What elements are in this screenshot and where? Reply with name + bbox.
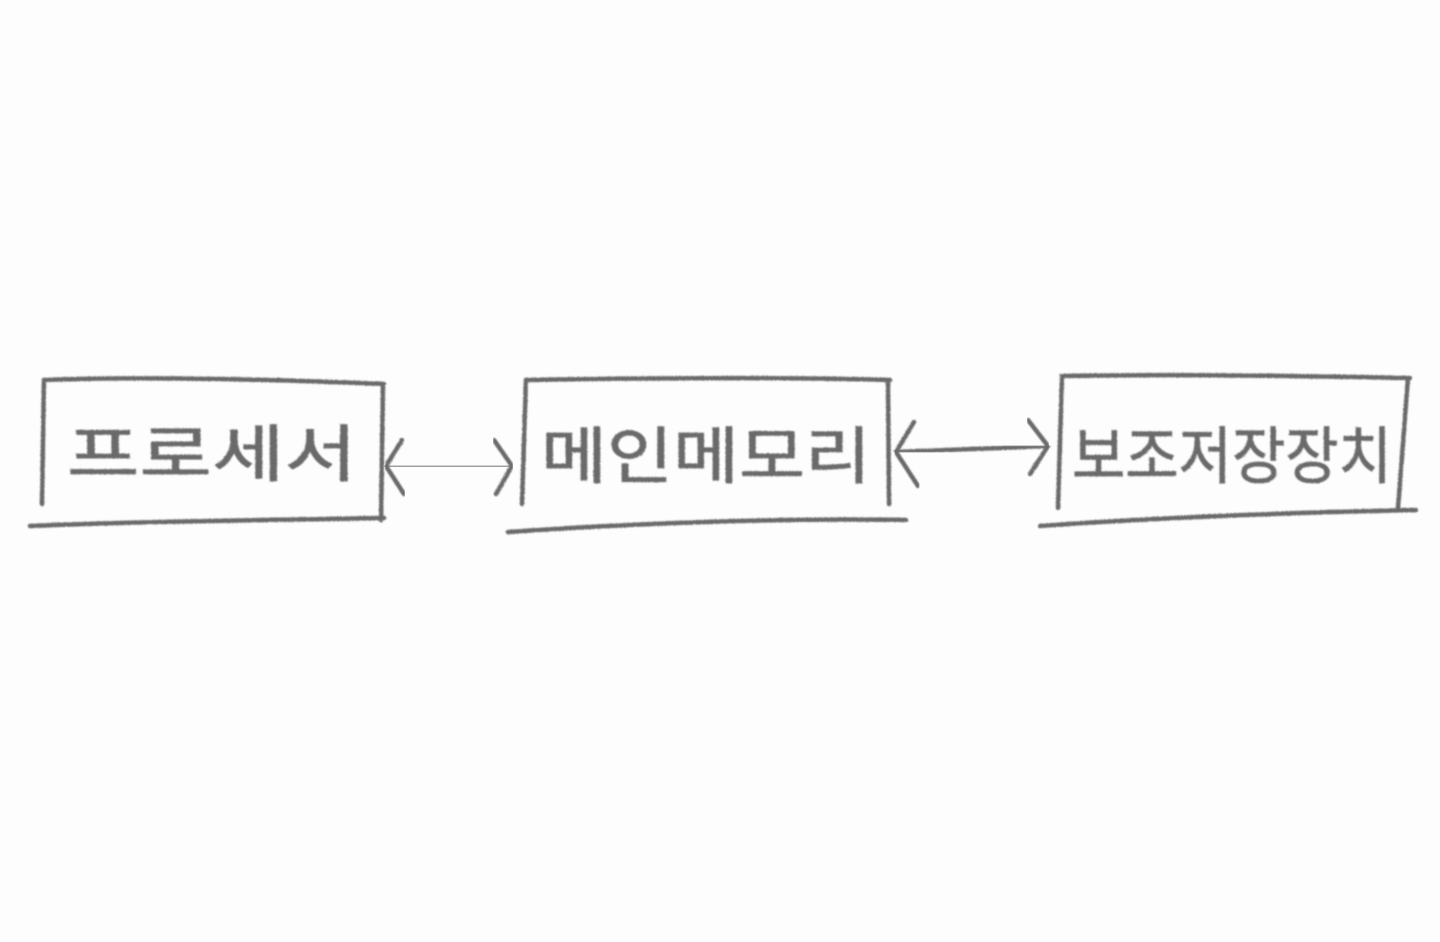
edge-main-memory-aux-storage-line — [893, 443, 1051, 455]
node-main-memory: 메인메모리 — [505, 375, 909, 535]
node-main-memory-label: 메인메모리 — [541, 420, 871, 493]
node-aux-storage-label: 보조저장장치 — [1072, 420, 1392, 493]
edge-processor-main-memory — [383, 437, 515, 497]
node-main-memory-box — [505, 375, 909, 535]
edge-processor-main-memory-line — [383, 463, 513, 470]
node-processor: 프로세서 — [27, 376, 387, 529]
edge-processor-main-memory-right-arrowhead — [491, 437, 515, 497]
edge-processor-main-memory-left-arrowhead — [383, 437, 407, 497]
node-processor-label: 프로세서 — [67, 418, 357, 491]
edge-main-memory-aux-storage-right-arrowhead — [1025, 417, 1051, 477]
edge-main-memory-aux-storage-left-arrowhead — [893, 419, 921, 489]
node-processor-box — [27, 376, 387, 529]
node-aux-storage-box — [1037, 372, 1419, 529]
node-aux-storage: 보조저장장치 — [1037, 372, 1419, 529]
edge-main-memory-aux-storage — [893, 417, 1051, 489]
